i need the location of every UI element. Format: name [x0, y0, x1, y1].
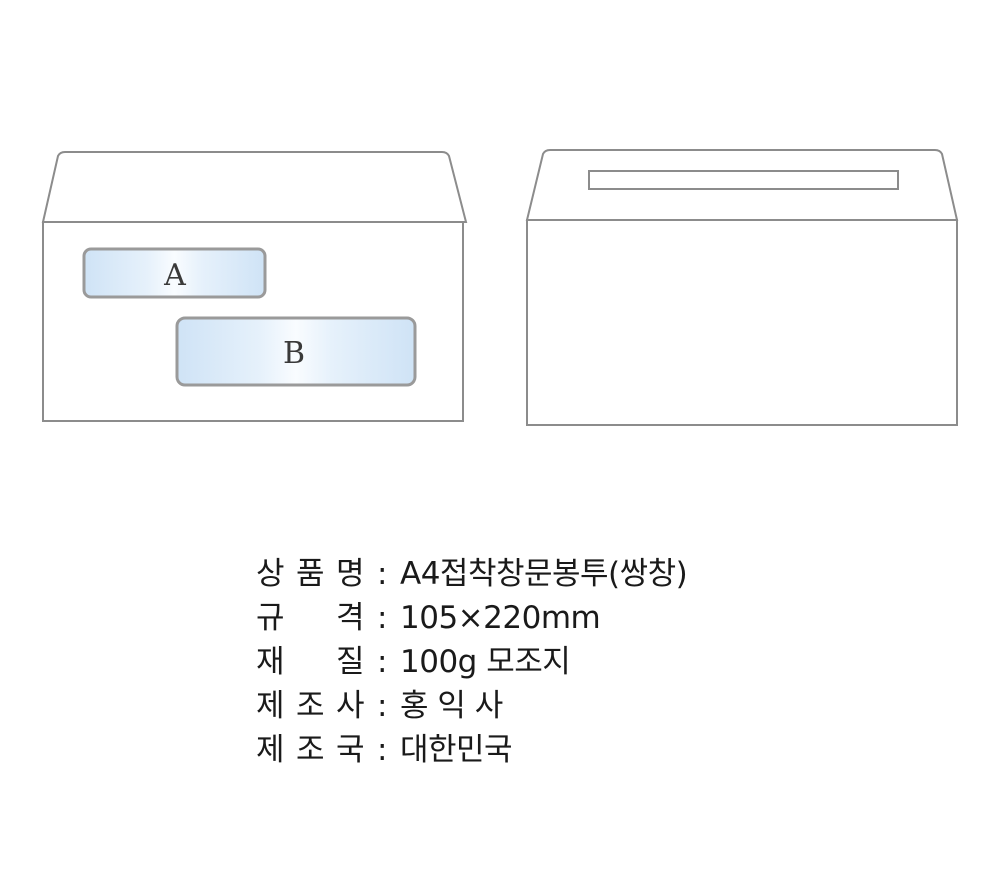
spec-label-char: 품 — [295, 556, 325, 592]
window-a: A — [82, 247, 267, 299]
spec-label-char: 규 — [256, 600, 285, 636]
spec-value: 홍 익 사 — [400, 688, 503, 724]
spec-value: A4접착창문봉투(쌍창) — [400, 556, 688, 592]
spec-label-char: 제 — [256, 732, 285, 768]
spec-label-char: 사 — [335, 688, 365, 724]
spec-label-char: 국 — [335, 732, 365, 768]
spec-colon: : — [377, 600, 387, 636]
window-b-label: B — [283, 336, 305, 371]
envelope-illustration: A B — [41, 149, 959, 426]
envelope-front-flap — [41, 151, 468, 223]
envelope-back-body — [526, 219, 958, 426]
window-b: B — [175, 316, 417, 387]
spec-label-char: 질 — [335, 644, 365, 680]
spec-colon: : — [377, 732, 387, 768]
spec-label-char: 제 — [256, 688, 285, 724]
spec-label-char: 재 — [256, 644, 285, 680]
spec-value: 대한민국 — [400, 732, 513, 768]
spec-value: 105×220mm — [400, 600, 601, 636]
envelope-back — [525, 149, 959, 426]
window-a-label: A — [163, 258, 186, 293]
spec-label-char: 조 — [295, 688, 325, 724]
spec-label-char: 조 — [295, 732, 325, 768]
spec-label-char: 명 — [335, 556, 365, 592]
spec-colon: : — [377, 688, 387, 724]
spec-colon: : — [377, 644, 387, 680]
spec-label-char: 상 — [256, 556, 285, 592]
spec-label-char: 격 — [335, 600, 365, 636]
spec-value: 100g 모조지 — [400, 644, 571, 680]
spec-colon: : — [377, 556, 387, 592]
adhesive-strip — [588, 170, 899, 190]
